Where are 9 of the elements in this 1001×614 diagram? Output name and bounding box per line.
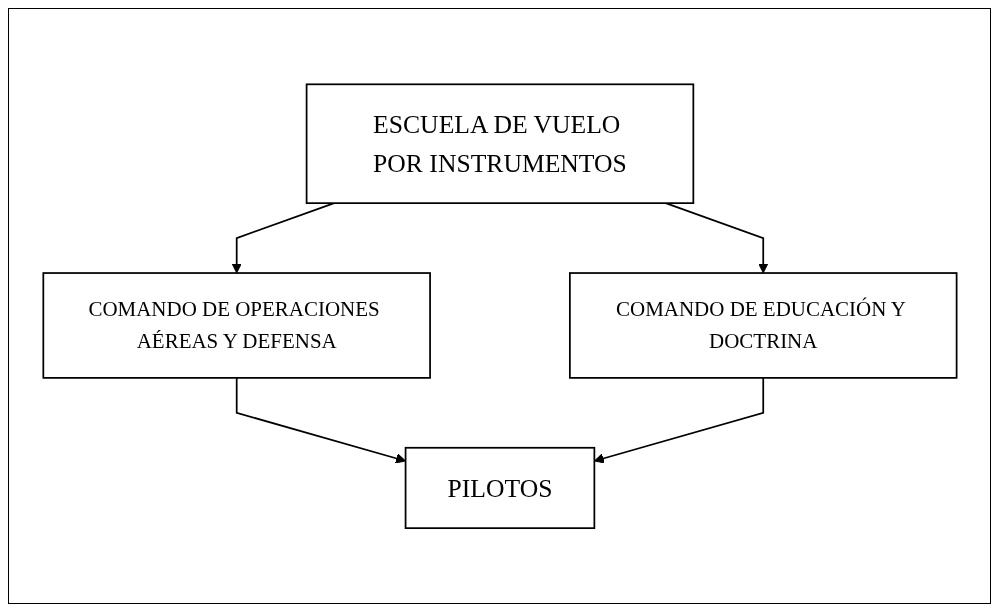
arrow [231, 202, 335, 274]
arrow [664, 202, 768, 274]
node-box [42, 271, 431, 379]
arrow [593, 376, 764, 464]
node-box [305, 83, 694, 204]
flowchart: ESCUELA DE VUELO POR INSTRUMENTOS COMANDO DE OPERACIONES AÉREAS Y DEFENSA COMANDO DE EDUCACIÓN Y DOCTRINA PILOTOS [33, 74, 966, 538]
arrow [235, 376, 406, 464]
node-box [568, 271, 957, 379]
node-box [404, 446, 595, 529]
